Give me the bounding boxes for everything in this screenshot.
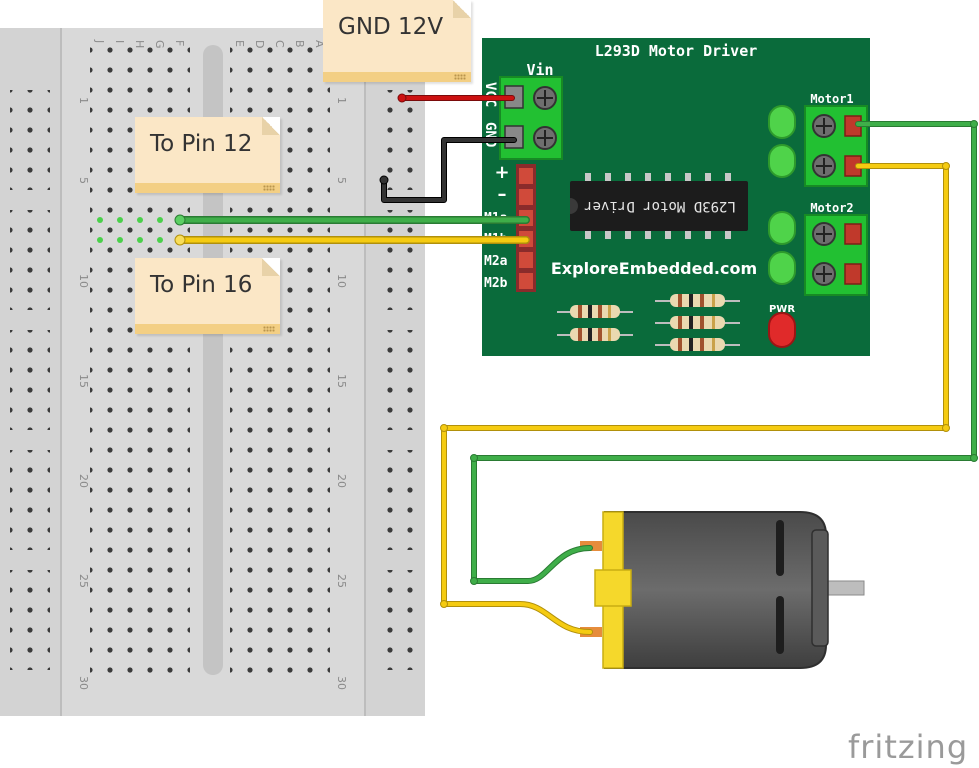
note-to-pin-16-text: To Pin 16	[150, 272, 253, 298]
website-label: ExploreEmbedded.com	[551, 259, 757, 278]
resistors	[557, 294, 740, 351]
pin-header	[516, 164, 536, 292]
note-fold-icon	[262, 117, 280, 135]
pwr-label: PWR	[769, 304, 795, 315]
motor1-label: Motor1	[810, 92, 853, 106]
col-label-h: H	[133, 40, 146, 48]
col-label-i: I	[113, 40, 126, 43]
right-rail-holes	[375, 90, 415, 670]
left-rail-holes	[10, 90, 50, 670]
motor2-label: Motor2	[810, 201, 853, 215]
col-label-g: G	[153, 40, 166, 49]
note-resize-grip-icon[interactable]	[263, 326, 275, 332]
row-label-5-right: 5	[335, 177, 348, 184]
row-label-1-left: 1	[77, 97, 90, 104]
m2a-label: M2a	[484, 254, 508, 269]
row-labels: 1 5 10 15 20 25 30 1 5 10 15 20 25 30	[77, 97, 348, 690]
l293d-chip: L293D Motor Driver	[570, 173, 748, 239]
green-leds	[768, 105, 796, 285]
note-to-pin-12[interactable]: To Pin 12	[135, 117, 280, 193]
row-label-1-right: 1	[335, 97, 348, 104]
note-fold-icon	[262, 258, 280, 276]
motor-body	[604, 511, 827, 669]
row-label-25-left: 25	[77, 574, 90, 588]
gnd-label: GND	[482, 122, 498, 147]
col-label-d: D	[253, 40, 266, 48]
row-label-20-right: 20	[335, 474, 348, 488]
note-to-pin-16[interactable]: To Pin 16	[135, 258, 280, 334]
row-label-20-left: 20	[77, 474, 90, 488]
col-label-b: B	[293, 40, 306, 48]
col-label-j: J	[93, 39, 106, 43]
minus-label: –	[498, 184, 507, 205]
note-gnd-12v[interactable]: GND 12V	[323, 0, 471, 82]
note-resize-grip-icon[interactable]	[263, 185, 275, 191]
wires	[174, 93, 978, 635]
vin-label: Vin	[526, 61, 553, 79]
note-resize-grip-icon[interactable]	[454, 74, 466, 80]
row-label-15-left: 15	[77, 374, 90, 388]
m2b-label: M2b	[484, 276, 508, 291]
row-label-15-right: 15	[335, 374, 348, 388]
row-label-10-right: 10	[335, 274, 348, 288]
chip-label: L293D Motor Driver	[584, 198, 736, 214]
col-label-f: F	[173, 40, 186, 46]
highlighted-holes	[97, 217, 163, 243]
col-label-c: C	[273, 40, 286, 48]
column-labels: J I H G F E D C B A	[93, 39, 326, 49]
plus-label: +	[494, 162, 509, 183]
dc-motor	[580, 511, 865, 669]
row-label-5-left: 5	[77, 177, 90, 184]
driver-title: L293D Motor Driver	[595, 42, 758, 60]
center-channel	[203, 45, 223, 675]
fritzing-logo: fritzing	[848, 728, 969, 766]
pwr-led	[768, 312, 796, 348]
col-label-e: E	[233, 40, 246, 47]
motor-driver-board: L293D Motor Driver Vin VCC GND + – M1a M…	[482, 38, 870, 356]
col-label-a: A	[313, 40, 326, 48]
note-to-pin-12-text: To Pin 12	[150, 131, 253, 157]
wire-endpoints	[174, 93, 978, 608]
vcc-label: VCC	[482, 82, 498, 107]
row-label-10-left: 10	[77, 274, 90, 288]
note-gnd-12v-text: GND 12V	[338, 14, 444, 40]
note-fold-icon	[453, 0, 471, 18]
row-label-25-right: 25	[335, 574, 348, 588]
row-label-30-right: 30	[335, 676, 348, 690]
row-label-30-left: 30	[77, 676, 90, 690]
